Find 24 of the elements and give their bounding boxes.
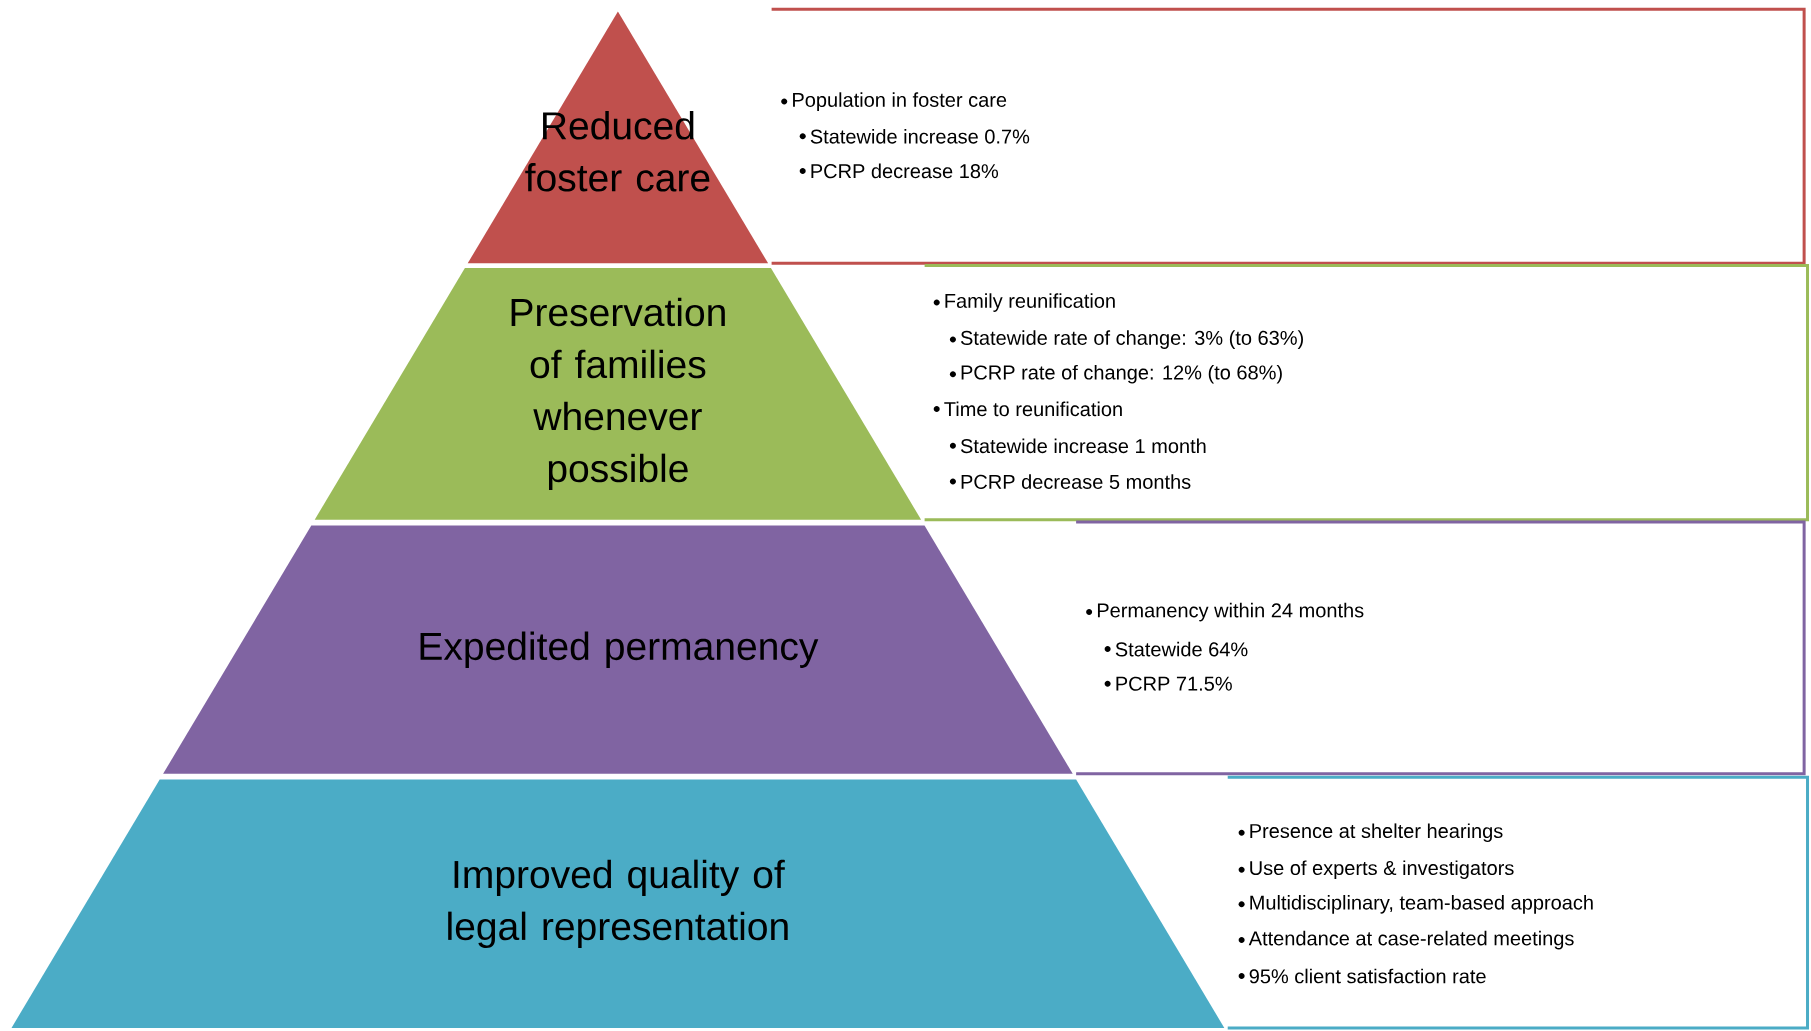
bullet-item: Permanency within 24 months — [1086, 602, 1364, 622]
pyramid-tier: Preservation of families whenever possible — [314, 268, 922, 520]
bullet-item: Use of experts & investigators — [1238, 860, 1514, 880]
text-box — [771, 7, 1806, 265]
bullet-item: PCRP decrease 5 months — [949, 474, 1191, 489]
bullet-item: Statewide rate of change: 3% (to 63%) — [949, 330, 1303, 349]
text-box — [1076, 520, 1806, 776]
bullet-item: 95% client satisfaction rate — [1238, 968, 1486, 984]
bullet-item: Population in foster care — [781, 92, 1007, 111]
bullet-item: Presence at shelter hearings — [1238, 823, 1503, 843]
bullet-item: Attendance at case-related meetings — [1238, 930, 1574, 950]
pyramid-tier: Improved quality of legal representation — [11, 779, 1225, 1028]
bullet-item: PCRP rate of change: 12% (to 68%) — [949, 364, 1282, 384]
bullet-item: PCRP 71.5% — [1104, 676, 1232, 691]
text-box — [1227, 775, 1809, 1030]
text-box — [924, 264, 1809, 522]
bullet-item: Family reunification — [933, 293, 1115, 312]
bullet-item: Multidisciplinary, team-based approach — [1238, 895, 1593, 914]
bullet-item: Statewide increase 0.7% — [799, 128, 1030, 144]
bullet-item: Time to reunification — [933, 401, 1122, 417]
pyramid-tier: Expedited permanency — [163, 525, 1073, 774]
bullet-item: Statewide increase 1 month — [949, 438, 1206, 454]
bullet-item: PCRP decrease 18% — [799, 163, 999, 179]
bullet-item: Statewide 64% — [1104, 641, 1248, 657]
